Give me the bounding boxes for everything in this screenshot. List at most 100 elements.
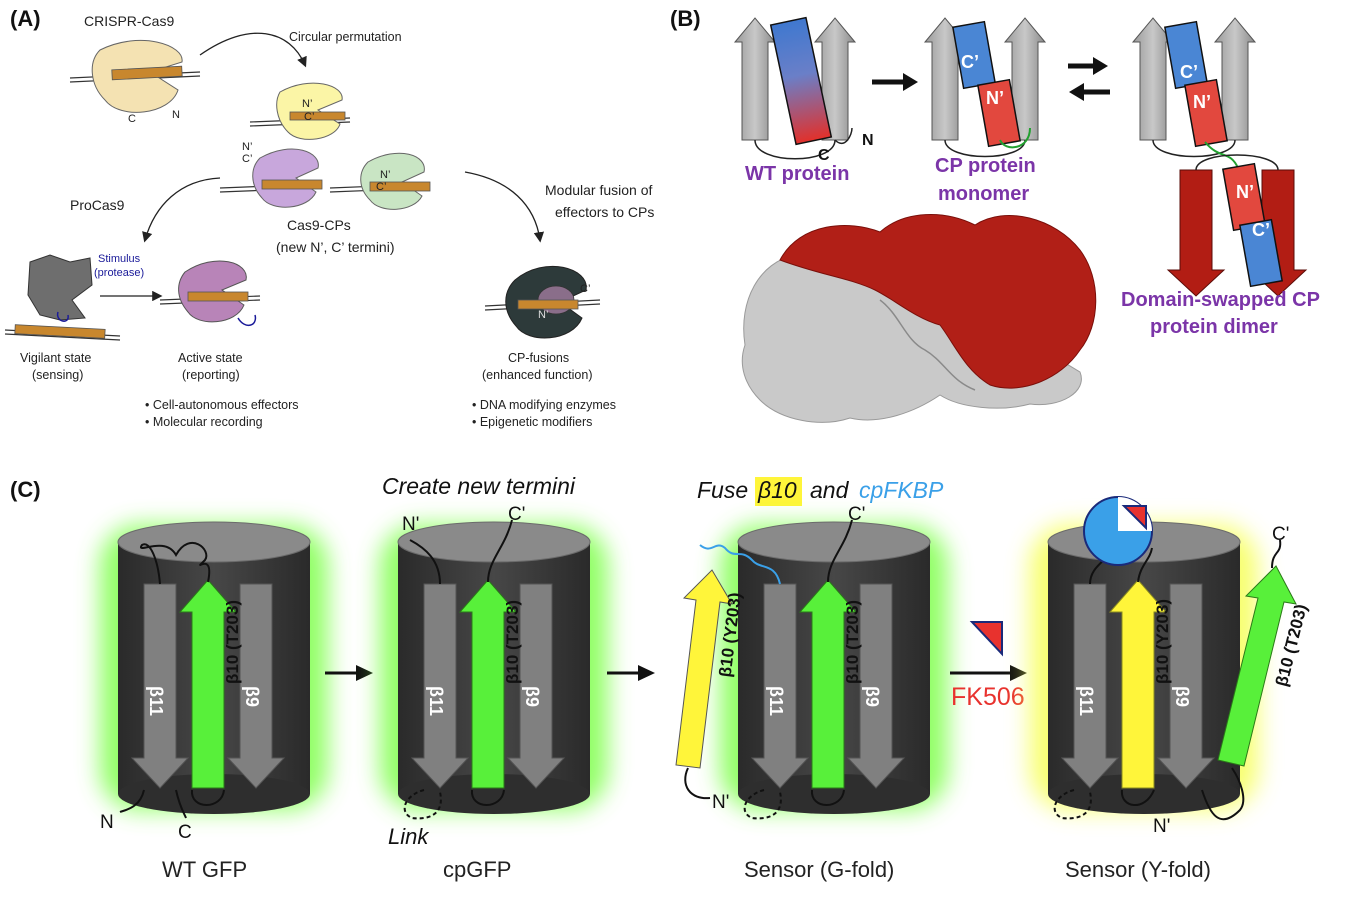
fuse-cpfkbp: cpFKBP (859, 477, 944, 503)
modular-fusion-line1: Modular fusion of (545, 182, 653, 198)
green-n-prime: N’ (380, 169, 390, 181)
fuse-and: and (810, 477, 850, 503)
crispr-cas9-label: CRISPR-Cas9 (84, 13, 174, 29)
wt-n-label: N (862, 132, 874, 149)
caption-wt-gfp: WT GFP (162, 857, 247, 882)
wt-n-label: N (100, 812, 114, 833)
yfold-b10-label: β10 (Y203) (1153, 599, 1172, 684)
fk506-ligand-icon (969, 621, 1003, 657)
cp-fusion-protein: C’ N’ (484, 265, 601, 339)
panel-a-label: (A) (10, 6, 41, 31)
gfp-wt-barrel: β11 β9 β10 (T203) N C (100, 521, 328, 843)
panel-c: (C) Create new termini Fuse β10 and cpFK… (10, 473, 1311, 882)
new-termini-label: (new N’, C’ termini) (276, 239, 395, 255)
vigilant-line2: (sensing) (32, 368, 83, 382)
caption-cpgfp: cpGFP (443, 857, 511, 882)
cp-protein-line1: CP protein (935, 155, 1036, 177)
bullet-cell-autonomous: • Cell-autonomous effectors (145, 398, 299, 412)
surface-structure (741, 214, 1097, 423)
fusion-n-prime: N’ (538, 309, 548, 321)
procas9-arrow (142, 177, 221, 243)
circular-permutation-label: Circular permutation (289, 30, 402, 44)
bullet-molecular-recording: • Molecular recording (145, 415, 263, 429)
protease-label: (protease) (94, 267, 144, 279)
gfold-n-prime-label: N' (712, 792, 729, 813)
active-line1: Active state (178, 351, 243, 365)
bullet-dna-modifying: • DNA modifying enzymes (472, 398, 616, 412)
cp-b11-label: β11 (426, 686, 446, 716)
cp-monomer-line2: monomer (938, 183, 1029, 205)
cas9-c-terminus: C (128, 113, 136, 125)
gfold-b11-label: β11 (766, 686, 786, 716)
wt-protein-label: WT protein (745, 163, 849, 185)
vigilant-state-protein (4, 254, 121, 341)
wt-b10-label: β10 (T203) (223, 600, 242, 684)
permutation-arrow (199, 32, 307, 68)
cp-b10-label: β10 (T203) (503, 600, 522, 684)
cp-n-prime: N’ (986, 88, 1004, 108)
dimer-line1: Domain-swapped CP (1121, 289, 1320, 311)
yfold-n-prime-label: N' (1153, 816, 1170, 837)
cas9-cp-green: N’ C’ (329, 152, 431, 210)
wt-b11-label: β11 (146, 686, 166, 716)
gfold-c-prime-label: C' (848, 504, 865, 525)
vigilant-line1: Vigilant state (20, 351, 91, 365)
cas9-wt-protein: C N (69, 39, 201, 125)
gfp-cp-barrel: β11 β9 β10 (T203) N' C' Link (380, 504, 608, 849)
dimer-top-c-prime: C’ (1180, 62, 1198, 82)
yfold-b11-label: β11 (1076, 686, 1096, 716)
wt-topology: C N (733, 16, 874, 164)
cas9-cp-purple: N’ C’ (219, 141, 323, 208)
purple-n-prime: N’ (242, 141, 252, 153)
sensor-y-fold-barrel: β11 β9 β10 (Y203) β10 (T203) C' N' (1030, 496, 1311, 837)
panel-a: (A) CRISPR-Cas9 C N Circular permutation… (4, 6, 654, 429)
yellow-c-prime: C’ (304, 111, 314, 123)
caption-sensor-g-fold: Sensor (G-fold) (744, 857, 894, 882)
fuse-heading: Fuse β10 and cpFKBP (697, 477, 944, 506)
cas9-n-terminus: N (172, 109, 180, 121)
cp-c-prime-label: C' (508, 504, 525, 525)
panel-b-label: (B) (670, 6, 701, 31)
panel-b: (B) C N WT protein C’ N’ CP protein mono… (670, 6, 1320, 423)
wt-c-label: C (178, 822, 192, 843)
link-label: Link (388, 824, 429, 849)
gfold-b9-label: β9 (862, 686, 882, 707)
procas9-label: ProCas9 (70, 197, 125, 213)
purple-c-prime: C’ (242, 153, 252, 165)
dimer-top-n-prime: N’ (1193, 92, 1211, 112)
dimer-bottom-c-prime: C’ (1252, 220, 1270, 240)
cp-b9-label: β9 (522, 686, 542, 707)
dimer-bottom-n-prime: N’ (1236, 182, 1254, 202)
fusion-arrow (464, 171, 545, 243)
create-new-termini-label: Create new termini (382, 473, 576, 499)
bullet-epigenetic: • Epigenetic modifiers (472, 415, 592, 429)
stimulus-label: Stimulus (98, 253, 141, 265)
active-line2: (reporting) (182, 368, 240, 382)
panel-c-label: (C) (10, 477, 41, 502)
cp-c-prime: C’ (961, 52, 979, 72)
active-state-protein (159, 260, 261, 326)
cp-n-prime-label: N' (402, 514, 419, 535)
dimer-line2: protein dimer (1150, 316, 1278, 338)
domain-swapped-dimer: C’ N’ N’ C’ (1131, 17, 1308, 297)
sensor-g-fold-barrel: β11 β9 β10 (T203) β10 (Y203) C' N' (675, 504, 948, 820)
yfold-b9-label: β9 (1172, 686, 1192, 707)
yfold-c-prime-label: C' (1272, 524, 1289, 545)
gfold-b10-label: β10 (T203) (843, 600, 862, 684)
green-c-prime: C’ (376, 181, 386, 193)
cp-fusions-line1: CP-fusions (508, 351, 569, 365)
fusion-c-prime: C’ (580, 283, 590, 295)
cas9-cps-label: Cas9-CPs (287, 217, 351, 233)
fuse-beta10: β10 (757, 477, 797, 503)
fk506-label: FK506 (951, 683, 1025, 711)
modular-fusion-line2: effectors to CPs (555, 204, 654, 220)
wt-b9-label: β9 (242, 686, 262, 707)
caption-sensor-y-fold: Sensor (Y-fold) (1065, 857, 1211, 882)
cas9-cp-yellow: N’ C’ (249, 82, 351, 140)
yellow-n-prime: N’ (302, 98, 312, 110)
fuse-word: Fuse (697, 477, 748, 503)
cp-fusions-line2: (enhanced function) (482, 368, 593, 382)
cp-monomer-topology: C’ N’ (923, 17, 1047, 158)
wt-c-label: C (818, 147, 830, 164)
